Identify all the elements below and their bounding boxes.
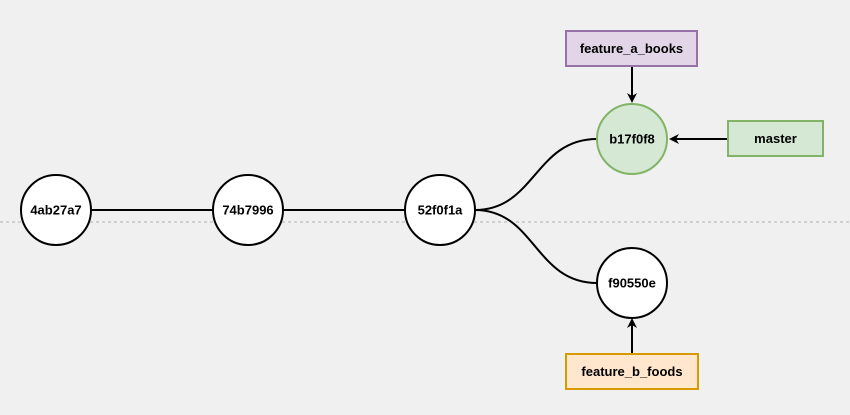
commit-label: 74b7996 [222, 203, 273, 218]
commit-circle [212, 174, 284, 246]
branch-box [565, 353, 699, 390]
branch-box [565, 30, 698, 67]
edge-c3-c4 [474, 138, 598, 211]
commit-circle [596, 103, 668, 175]
commit-node[interactable]: 74b7996 [212, 174, 284, 246]
commit-node[interactable]: f90550e [596, 247, 668, 319]
commit-label: b17f0f8 [609, 132, 655, 147]
commit-circle [20, 174, 92, 246]
branch-box [727, 120, 824, 157]
branch-label: feature_b_foods [581, 364, 682, 379]
commit-node-head[interactable]: b17f0f8 [596, 103, 668, 175]
branch-label: master [754, 131, 797, 146]
commit-label: 4ab27a7 [30, 203, 81, 218]
branch-feature-a[interactable]: feature_a_books [565, 30, 698, 67]
branch-feature-b[interactable]: feature_b_foods [565, 353, 699, 390]
commit-circle [596, 247, 668, 319]
commit-node[interactable]: 4ab27a7 [20, 174, 92, 246]
branch-master[interactable]: master [727, 120, 824, 157]
commit-label: f90550e [608, 276, 656, 291]
edge-c3-c5 [474, 209, 598, 284]
commit-circle [404, 174, 476, 246]
commit-node[interactable]: 52f0f1a [404, 174, 476, 246]
branch-label: feature_a_books [580, 41, 683, 56]
commit-label: 52f0f1a [418, 203, 464, 218]
